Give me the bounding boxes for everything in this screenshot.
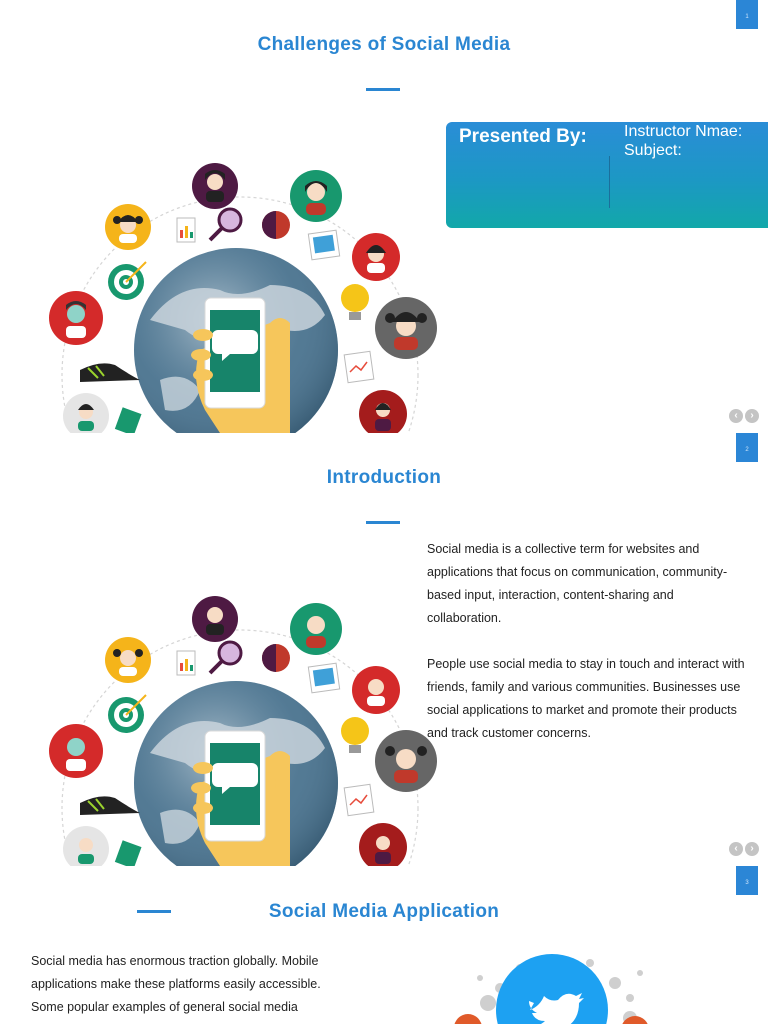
instructor-label: Instructor Nmae: [624,123,743,140]
chart-icon [176,217,196,243]
next-slide-button[interactable]: › [745,409,759,423]
slide-number: 3 [736,866,758,895]
sneaker-icon [80,796,140,815]
social-media-illustration [49,163,437,433]
chart-icon [343,783,375,817]
avatar-icon [375,297,437,359]
target-icon [108,261,147,300]
presenter-details: Instructor Nmae: Subject: [624,122,742,160]
avatar-icon [105,637,151,683]
chat-bubble-icon [212,330,258,361]
avatar-icon [105,204,151,250]
application-paragraph: Social media has enormous traction globa… [31,954,321,1014]
prev-slide-button[interactable]: ‹ [729,842,743,856]
avatar-icon [49,724,103,778]
intro-paragraph: Social media is a collective term for we… [427,542,728,625]
avatar-icon [375,730,437,792]
calculator-icon [114,407,142,433]
lightbulb-icon [341,284,369,320]
presented-by-label: Presented By: [459,126,587,147]
slide-title: Introduction [326,467,442,488]
slide-3: 3 Social Media Application Social media … [0,866,768,1024]
chart-icon [176,650,196,676]
twitter-bird-icon [496,954,608,1024]
application-text: Social media has enormous traction globa… [31,950,351,1019]
slide-nav: ‹ › [729,409,759,423]
avatar-icon [63,393,109,433]
avatar-icon [359,390,407,433]
lightbulb-icon [341,717,369,753]
avatar-icon [192,596,238,642]
magnifier-icon [208,640,243,675]
photo-icon [307,662,341,694]
avatar-icon [49,291,103,345]
prev-slide-button[interactable]: ‹ [729,409,743,423]
smartphone-icon [191,297,290,433]
avatar-icon [63,826,109,866]
slide-number: 1 [736,0,758,29]
avatar-icon [359,823,407,866]
sneaker-icon [80,363,140,382]
chart-icon [343,350,375,384]
twitter-splash-illustration [454,954,648,1024]
pie-icon [262,211,290,239]
slide-title: Social Media Application [268,901,500,922]
intro-text: Social media is a collective term for we… [427,538,745,745]
presenter-box: Presented By: Instructor Nmae: Subject: [446,122,768,228]
title-underline [366,88,400,91]
target-icon [108,694,147,733]
avatar-icon [192,163,238,209]
pie-icon [262,644,290,672]
subject-label: Subject: [624,142,682,159]
title-underline [366,521,400,524]
intro-paragraph: People use social media to stay in touch… [427,657,745,740]
slide-title: Challenges of Social Media [257,34,511,55]
presenter-divider [609,156,610,208]
title-rule-left [137,910,171,913]
smartphone-icon [191,730,290,866]
chat-bubble-icon [212,763,258,794]
slide-2: 2 Introduction [0,433,768,866]
slide-1: 1 Challenges of Social Media [0,0,768,433]
photo-icon [307,229,341,261]
slide-nav: ‹ › [729,842,759,856]
avatar-icon [290,170,342,222]
social-media-illustration [49,596,437,866]
avatar-icon [290,603,342,655]
next-slide-button[interactable]: › [745,842,759,856]
slide-number: 2 [736,433,758,462]
calculator-icon [114,840,142,866]
magnifier-icon [208,207,243,242]
avatar-icon [352,233,400,281]
avatar-icon [352,666,400,714]
